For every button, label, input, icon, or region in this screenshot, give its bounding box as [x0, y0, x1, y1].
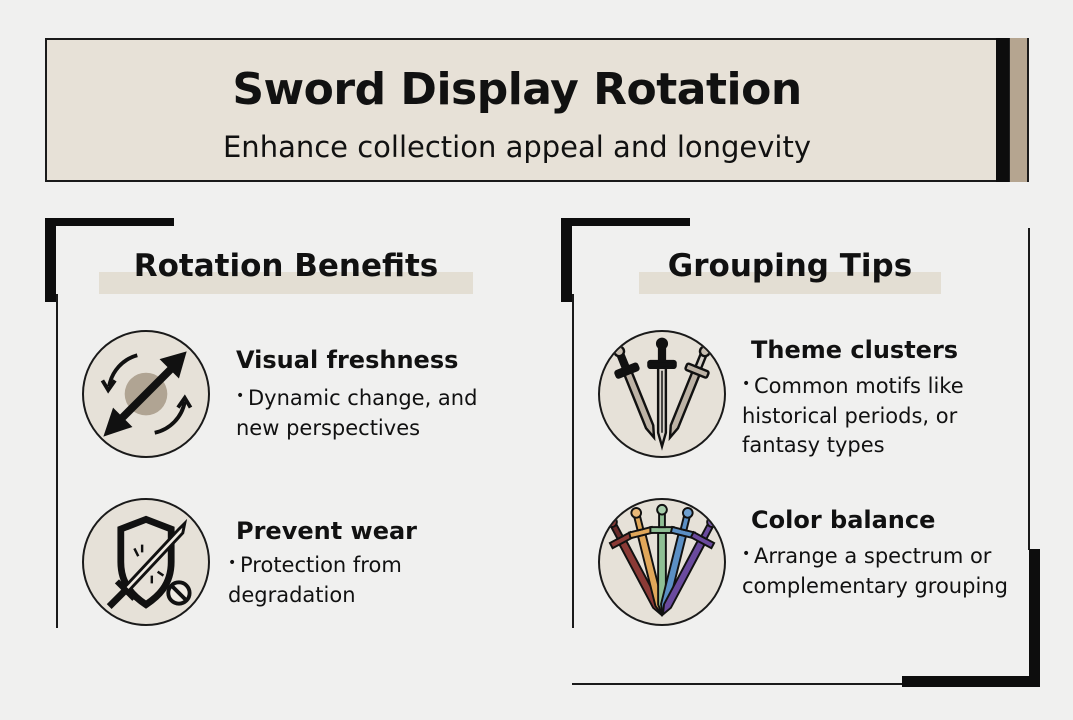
item-desc-color-balance: •Arrange a spectrum or complementary gro…	[742, 542, 1032, 601]
title-highlight	[639, 272, 941, 294]
item-title-prevent-wear: Prevent wear	[236, 517, 418, 545]
panel-right-border	[1028, 228, 1030, 550]
item-desc-theme-clusters: •Common motifs like historical periods, …	[742, 372, 1022, 460]
banner-accent-bar-tan	[1009, 38, 1029, 182]
item-title-visual-freshness: Visual freshness	[236, 346, 459, 374]
item-desc-visual-freshness: •Dynamic change, and new perspectives	[236, 384, 516, 443]
panel-corner-frame	[45, 218, 174, 302]
panel-bottom-border	[572, 683, 902, 685]
bullet: •	[228, 554, 237, 571]
panel-left-border	[56, 294, 58, 628]
header-banner: Sword Display Rotation Enhance collectio…	[45, 38, 1029, 182]
bullet: •	[742, 545, 751, 562]
bullet: •	[742, 375, 751, 392]
rainbow-swords-icon	[598, 498, 726, 626]
item-title-color-balance: Color balance	[751, 506, 936, 534]
three-swords-icon	[598, 330, 726, 458]
panel-left-border	[572, 294, 574, 628]
page-title: Sword Display Rotation	[232, 64, 802, 115]
shield-sword-icon	[82, 498, 210, 626]
rotate-arrows-icon	[82, 330, 210, 458]
panel-corner-frame-bottom-right	[902, 549, 1040, 687]
panel-corner-frame	[561, 218, 690, 302]
banner-accent-bar-black	[996, 38, 1009, 182]
section-title-rotation-benefits: Rotation Benefits	[133, 248, 439, 284]
item-title-theme-clusters: Theme clusters	[751, 336, 959, 364]
page-subtitle: Enhance collection appeal and longevity	[222, 130, 812, 164]
item-desc-prevent-wear: •Protection from degradation	[228, 551, 508, 610]
section-title-grouping-tips: Grouping Tips	[667, 248, 913, 284]
title-highlight	[99, 272, 473, 294]
bullet: •	[236, 387, 245, 404]
